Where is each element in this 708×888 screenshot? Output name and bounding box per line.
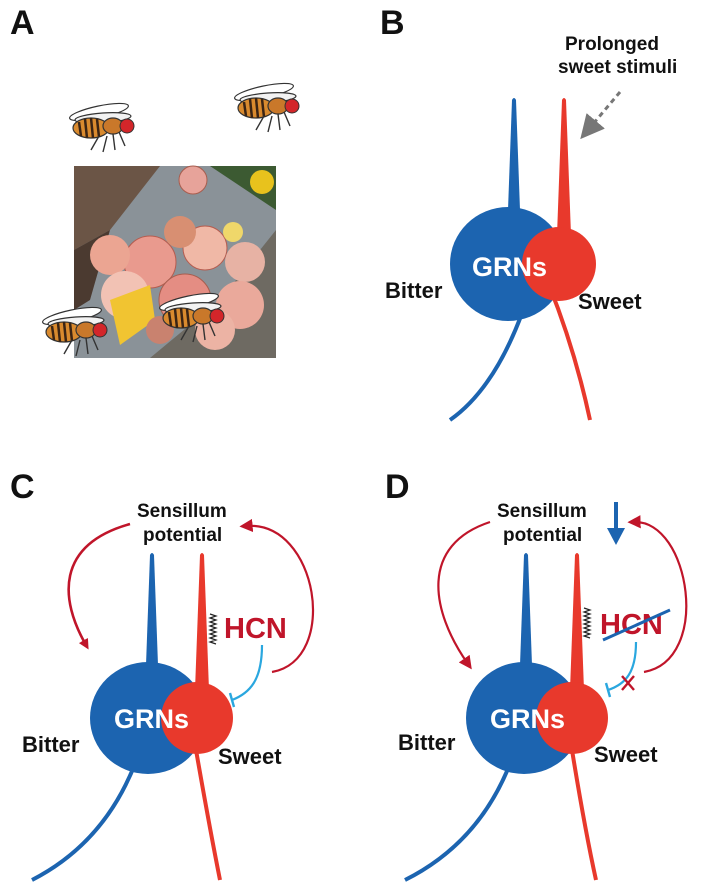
panel-b-neurons	[448, 98, 596, 422]
panel-c-feedback-arrow-right	[239, 518, 315, 674]
fly-icon	[232, 78, 301, 134]
panel-d-feedback-arrow-left	[437, 520, 491, 670]
stimulus-arrow	[580, 91, 622, 140]
panel-d-inhibition-bar	[604, 682, 612, 698]
panel-c-cell-label: GRNs	[114, 704, 189, 734]
panel-d-potential-line2: potential	[503, 525, 582, 546]
panel-d-inhibition-line	[607, 641, 638, 692]
spring-icon	[582, 607, 592, 639]
panel-b-sweet-label: Sweet	[578, 289, 642, 314]
panel-c-neurons	[31, 553, 233, 882]
panel-d-bitter-label: Bitter	[398, 730, 456, 755]
spring-icon	[208, 613, 218, 645]
panel-d-block-cross	[621, 675, 635, 691]
panel-c-inhibition-bar	[228, 692, 236, 708]
panel-c-inhibition-line	[231, 644, 264, 702]
panel-b-bitter-label: Bitter	[385, 278, 443, 303]
panel-d-sweet-label: Sweet	[594, 742, 658, 767]
panel-c-sweet-label: Sweet	[218, 744, 282, 769]
panel-d-cell-label: GRNs	[490, 704, 565, 734]
panel-d-letter: D	[385, 468, 410, 506]
panel-c-bitter-label: Bitter	[22, 732, 80, 757]
stimulus-label-line1: Prolonged	[565, 34, 659, 55]
panel-d-feedback-arrow-right	[627, 515, 688, 674]
fruit-photo	[74, 165, 276, 358]
panel-d-neurons	[404, 553, 608, 882]
stimulus-label-line2: sweet stimuli	[558, 57, 677, 78]
panel-d-potential-line1: Sensillum	[497, 501, 587, 522]
panel-d-decrease-arrow	[607, 502, 625, 545]
panel-b-cell-label: GRNs	[472, 252, 547, 282]
fly-icon	[67, 98, 136, 154]
panel-a-letter: A	[10, 4, 35, 42]
panel-b-letter: B	[380, 4, 405, 42]
panel-c-potential-line2: potential	[143, 525, 222, 546]
panel-d-hcn-strike	[602, 608, 671, 642]
panel-c-potential-line1: Sensillum	[137, 501, 227, 522]
panel-c-letter: C	[10, 468, 35, 506]
panel-c-feedback-arrow-left	[67, 522, 131, 650]
panel-c-hcn-label: HCN	[224, 613, 287, 645]
